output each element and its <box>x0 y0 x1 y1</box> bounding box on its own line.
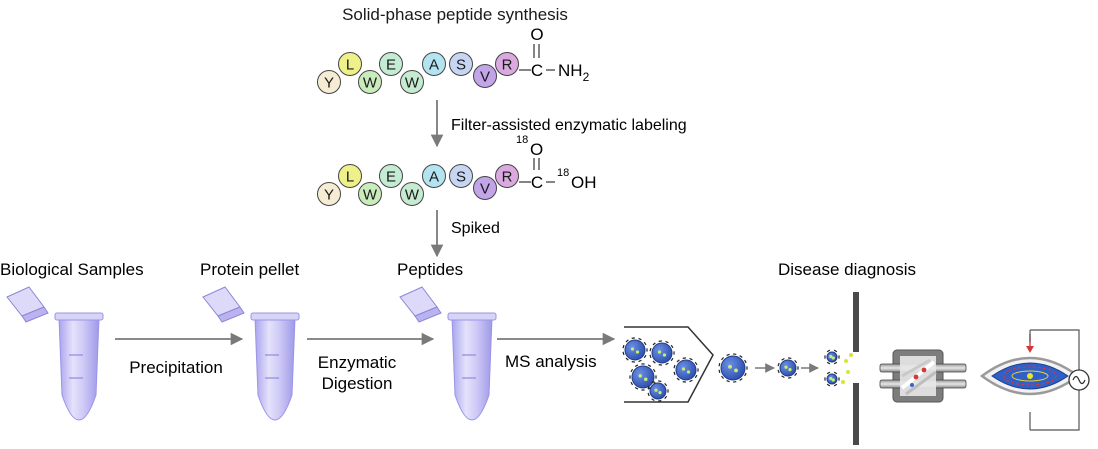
inlet-plate-lower <box>853 383 859 445</box>
tube-body <box>58 317 100 421</box>
top-residue-8: R <box>495 52 519 76</box>
top-residue-3: E <box>379 52 403 76</box>
hydroxyl-group: OH <box>571 173 597 192</box>
synthesis-title: Solid-phase peptide synthesis <box>342 5 568 24</box>
tube-body <box>254 317 296 421</box>
charged-droplet <box>622 337 648 363</box>
flight-droplets <box>718 349 840 387</box>
tube-biological-samples <box>6 286 104 421</box>
top-residue-5: A <box>422 52 446 76</box>
tube-protein-pellet <box>202 286 300 421</box>
top-residue-letter: L <box>346 57 354 74</box>
charged-droplet <box>673 357 699 383</box>
spiked-step-label: Spiked <box>451 220 500 237</box>
labeled-residue-letter: A <box>429 169 439 186</box>
labeled-residue-1: L <box>338 164 362 188</box>
labeled-residue-7: V <box>473 176 497 200</box>
isotope-oh-superscript: 18 <box>557 167 569 179</box>
top-residue-2: W <box>358 70 382 94</box>
top-residue-letter: R <box>502 57 513 74</box>
isotope-o-superscript: 18 <box>516 134 528 146</box>
tube-peptides <box>399 286 497 421</box>
labeled-residue-0: Y <box>317 182 341 206</box>
top-residue-letter: Y <box>324 75 334 92</box>
labeled-residue-4: W <box>400 182 424 206</box>
labeled-residue-letter: E <box>386 169 396 186</box>
labeled-residue-letter: W <box>363 187 378 204</box>
top-residue-4: W <box>400 70 424 94</box>
stage-protein-pellet: Protein pellet <box>200 260 300 279</box>
top-residue-letter: E <box>386 57 396 74</box>
quadrupole-icon <box>879 349 967 403</box>
amine-subscript: 2 <box>583 70 590 84</box>
top-residue-letter: S <box>456 57 466 74</box>
top-residue-letter: V <box>480 69 490 86</box>
stage-peptides: Peptides <box>397 260 463 279</box>
top-residue-letter: A <box>429 57 439 74</box>
precipitation-label: Precipitation <box>129 358 223 377</box>
ion-dot <box>846 370 850 374</box>
spray-emitter-outline <box>624 326 714 403</box>
amine-group: NH2 <box>558 61 590 84</box>
labeled-residue-letter: R <box>502 169 513 186</box>
top-residue-letter: W <box>405 75 420 92</box>
labeled-residue-letter: V <box>480 181 490 198</box>
charged-droplet <box>647 380 669 402</box>
charged-droplet <box>824 371 840 387</box>
digestion-label-line2: Digestion <box>322 374 393 393</box>
top-residue-letter: W <box>363 75 378 92</box>
ion-dot <box>844 359 848 363</box>
top-carbon: C <box>531 61 543 80</box>
top-residue-7: V <box>473 64 497 88</box>
charged-droplet <box>718 353 748 383</box>
labeling-step-label: Filter-assisted enzymatic labeling <box>451 117 687 134</box>
top-residue-6: S <box>449 52 473 76</box>
labeled-residue-letter: W <box>405 187 420 204</box>
digestion-label-line1: Enzymatic <box>318 353 397 372</box>
labeled-terminus: C 18 O 18 OH <box>516 134 597 192</box>
labeled-residue-letter: Y <box>324 187 334 204</box>
electrospray-illustration <box>622 292 1090 445</box>
ion-dot <box>849 353 853 357</box>
ms-analysis-label: MS analysis <box>505 352 597 371</box>
ion-dots <box>841 353 853 384</box>
inlet-plate-upper <box>853 292 859 352</box>
labeled-residue-8: R <box>495 164 519 188</box>
labeled-residue-letter: S <box>456 169 466 186</box>
stage-biological-samples: Biological Samples <box>0 260 144 279</box>
charged-droplet <box>777 357 799 379</box>
bottom-carbon: C <box>531 173 543 192</box>
ion-dot <box>841 380 845 384</box>
charged-droplet <box>649 340 675 366</box>
labeled-residue-letter: L <box>346 169 354 186</box>
labeled-residue-6: S <box>449 164 473 188</box>
top-carbonyl-o: O <box>530 25 543 44</box>
top-residue-0: Y <box>317 70 341 94</box>
stage-disease-diagnosis: Disease diagnosis <box>778 260 916 279</box>
bottom-carbonyl-o: O <box>530 140 543 159</box>
emitter-droplets <box>622 337 699 402</box>
labeled-residue-2: W <box>358 182 382 206</box>
amide-terminus: C O NH2 <box>519 25 590 84</box>
labeled-residue-5: A <box>422 164 446 188</box>
tube-body <box>451 317 493 421</box>
labeled-residue-3: E <box>379 164 403 188</box>
top-residue-1: L <box>338 52 362 76</box>
charged-droplet <box>629 363 657 391</box>
charged-droplet <box>824 349 840 365</box>
amine-prefix: NH <box>558 61 583 80</box>
mass-analyzer-icon <box>979 329 1090 431</box>
